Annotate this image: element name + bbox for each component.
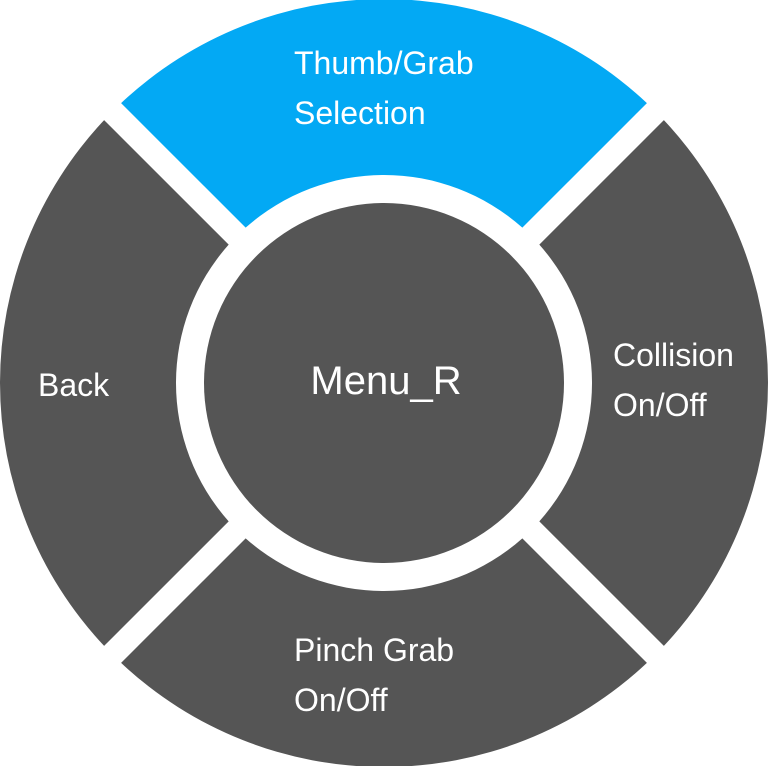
segment-top-shape [121,0,647,228]
segment-left-label: Back [38,367,110,403]
segment-bottom-shape [121,538,647,766]
segment-back[interactable]: Back [0,120,229,646]
segment-top-label: Thumb/Grab Selection [294,45,483,131]
segment-right-label-line-2: On/Off [613,387,707,423]
segment-collision-on-off[interactable]: Collision On/Off [539,120,768,646]
segment-bottom-label-line-1: Pinch Grab [294,632,454,668]
segment-right-label-line-1: Collision [613,337,734,373]
center-label: Menu_R [310,359,461,403]
segment-bottom-label: Pinch Grab On/Off [294,632,463,718]
segment-top-label-line-1: Thumb/Grab [294,45,474,81]
segment-left-label-line-1: Back [38,367,110,403]
segment-right-shape [539,120,768,646]
segment-right-label: Collision On/Off [613,337,743,423]
segment-pinch-grab-on-off[interactable]: Pinch Grab On/Off [121,538,647,766]
center-circle [204,203,564,563]
segment-top-label-line-2: Selection [294,95,426,131]
center-button[interactable]: Menu_R [204,203,564,563]
segment-thumb-grab-selection[interactable]: Thumb/Grab Selection [121,0,647,228]
segment-bottom-label-line-2: On/Off [294,682,388,718]
segment-left-shape [0,120,229,646]
